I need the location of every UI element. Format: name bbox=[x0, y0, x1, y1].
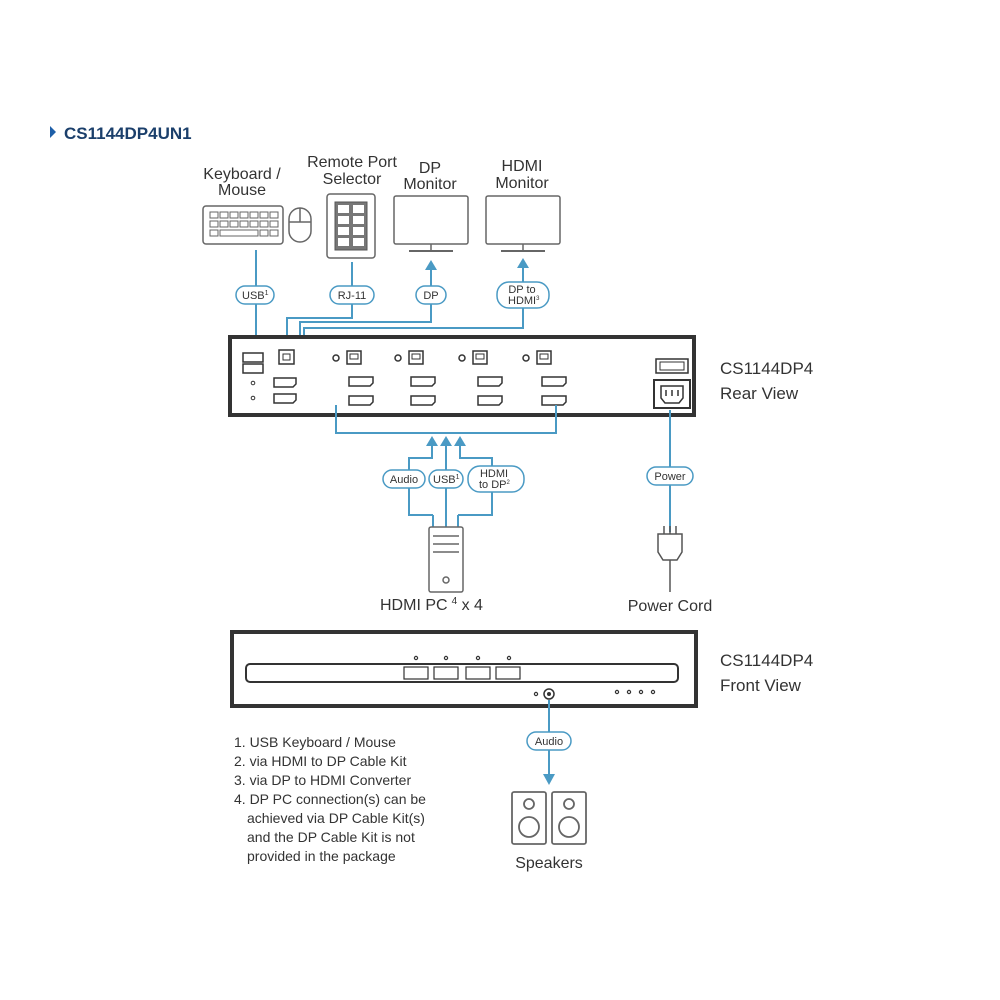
svg-text:USB1: USB1 bbox=[433, 474, 460, 486]
remote-port-selector-label-2: Selector bbox=[323, 171, 382, 188]
dp-monitor-icon bbox=[393, 195, 469, 252]
footnote-line: provided in the package bbox=[247, 848, 396, 864]
audio-front-connector-pill: Audio bbox=[526, 731, 572, 751]
title-arrow-icon bbox=[50, 126, 56, 138]
power-plug-icon bbox=[657, 526, 683, 592]
svg-text:DP: DP bbox=[423, 290, 438, 302]
power-cord-label: Power Cord bbox=[628, 598, 712, 615]
arrow-down-speakers-icon bbox=[543, 774, 555, 785]
title-group: CS1144DP4UN1 bbox=[50, 124, 192, 143]
hdmi-monitor-icon bbox=[485, 195, 561, 252]
rj11-connector-pill: RJ-11 bbox=[329, 285, 375, 305]
mouse-icon bbox=[288, 207, 312, 243]
front-view-label-1: CS1144DP4 bbox=[720, 651, 813, 670]
indicator-dot bbox=[250, 395, 256, 401]
svg-text:HDMI3: HDMI3 bbox=[508, 295, 540, 307]
pc-tower-icon bbox=[428, 526, 464, 593]
hdmi-monitor-label-2: Monitor bbox=[495, 175, 549, 192]
usb-pc-connector-pill: USB1 bbox=[428, 469, 464, 489]
svg-text:Audio: Audio bbox=[390, 474, 418, 486]
indicator-dot bbox=[250, 380, 256, 386]
svg-text:USB1: USB1 bbox=[242, 290, 269, 302]
pc-port-group-2 bbox=[394, 350, 436, 406]
arrow-up-dp-icon bbox=[425, 260, 437, 270]
pc-port-group-1 bbox=[332, 350, 374, 406]
footnote-line: 3. via DP to HDMI Converter bbox=[234, 772, 411, 788]
power-switch-icon bbox=[655, 358, 689, 374]
svg-text:Power: Power bbox=[654, 471, 686, 483]
speakers-icon bbox=[511, 791, 587, 845]
usb-port-icon bbox=[242, 363, 264, 374]
front-view-panel bbox=[230, 630, 698, 708]
dp-monitor-label-2: Monitor bbox=[403, 176, 457, 193]
usb-connector-pill: USB1 bbox=[235, 285, 275, 305]
dp-monitor-label-1: DP bbox=[419, 160, 441, 177]
footnotes: 1. USB Keyboard / Mouse 2. via HDMI to D… bbox=[234, 734, 426, 864]
dp-port-icon bbox=[273, 377, 297, 388]
front-view-label-2: Front View bbox=[720, 676, 802, 695]
pc-port-group-4 bbox=[522, 350, 567, 406]
pc-port-group-3 bbox=[458, 350, 503, 406]
hdmi-to-dp-connector-pill: HDMI to DP2 bbox=[467, 465, 525, 493]
remote-port-selector-icon bbox=[326, 193, 376, 259]
footnote-line: and the DP Cable Kit is not bbox=[247, 829, 415, 845]
rear-view-label-1: CS1144DP4 bbox=[720, 359, 813, 378]
keyboard-mouse-label-1: Keyboard / bbox=[203, 166, 281, 183]
rj11-port-icon bbox=[278, 349, 295, 365]
footnote-line: achieved via DP Cable Kit(s) bbox=[247, 810, 425, 826]
svg-text:to DP2: to DP2 bbox=[479, 479, 511, 491]
pc-cables bbox=[335, 405, 557, 528]
hdmi-monitor-label-1: HDMI bbox=[502, 158, 543, 175]
svg-text:Audio: Audio bbox=[535, 736, 563, 748]
rear-view-label-2: Rear View bbox=[720, 384, 799, 403]
speakers-label: Speakers bbox=[515, 855, 583, 872]
footnote-line: 2. via HDMI to DP Cable Kit bbox=[234, 753, 407, 769]
arrow-up-hdmi-icon bbox=[517, 258, 529, 268]
arrow-up-usb-icon bbox=[440, 436, 452, 446]
power-connector-pill: Power bbox=[646, 466, 694, 486]
footnote-line: 4. DP PC connection(s) can be bbox=[234, 791, 426, 807]
arrow-up-hdmi-icon bbox=[454, 436, 466, 446]
arrow-up-audio-icon bbox=[426, 436, 438, 446]
svg-text:RJ-11: RJ-11 bbox=[338, 290, 367, 302]
remote-port-selector-label-1: Remote Port bbox=[307, 154, 397, 171]
dp-port-icon bbox=[273, 393, 297, 404]
svg-text:HDMI: HDMI bbox=[480, 468, 508, 480]
dp-to-hdmi-connector-pill: DP to HDMI3 bbox=[496, 281, 550, 309]
dp-connector-pill: DP bbox=[415, 285, 447, 305]
usb-port-icon bbox=[242, 352, 264, 363]
keyboard-icon bbox=[202, 205, 284, 245]
svg-text:DP to: DP to bbox=[508, 284, 535, 296]
keyboard-mouse-label-2: Mouse bbox=[218, 182, 266, 199]
footnote-line: 1. USB Keyboard / Mouse bbox=[234, 734, 396, 750]
rear-view-panel bbox=[228, 335, 696, 417]
audio-pc-connector-pill: Audio bbox=[382, 469, 426, 489]
page-title: CS1144DP4UN1 bbox=[64, 124, 192, 143]
